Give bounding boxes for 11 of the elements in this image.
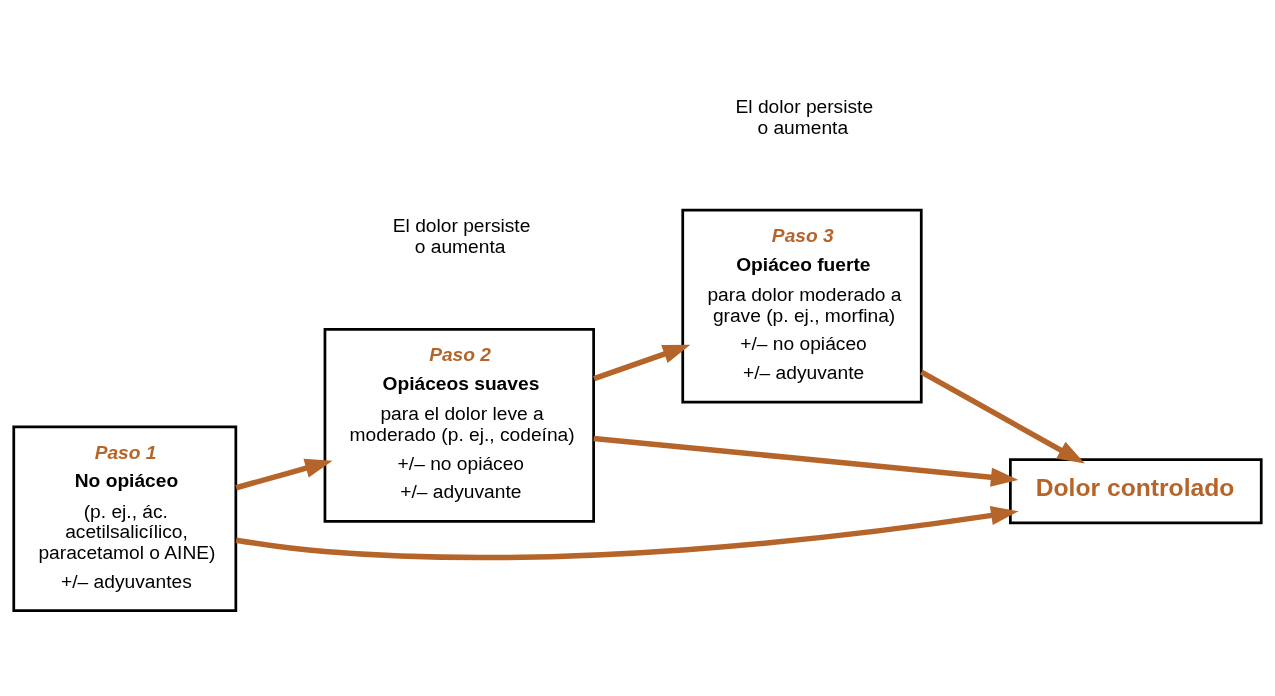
arrow xyxy=(593,435,1019,487)
label: El dolor persiste o aumenta xyxy=(392,215,531,257)
arrow xyxy=(920,369,1085,464)
node-box: Dolor controlado xyxy=(1009,458,1263,525)
node-box: Paso 3 Opiáceo fuerte para dolor moderado a grave (p. ej., morfina) +/– no opiáceo +/– adyuvante xyxy=(681,208,923,404)
arrow xyxy=(235,458,333,491)
node-box: Paso 2 Opiáceos suaves para el dolor leve a moderado (p. ej., codeína) +/– no opiáceo +/– adyuvante xyxy=(323,328,595,523)
arrow xyxy=(235,505,1019,561)
arrow xyxy=(593,344,691,382)
node-box: Paso 1 No opiáceo (p. ej., ác. acetilsalicílico, paracetamol o AINE) +/– adyuvantes xyxy=(12,425,238,612)
label: El dolor persiste o aumenta xyxy=(735,96,874,138)
